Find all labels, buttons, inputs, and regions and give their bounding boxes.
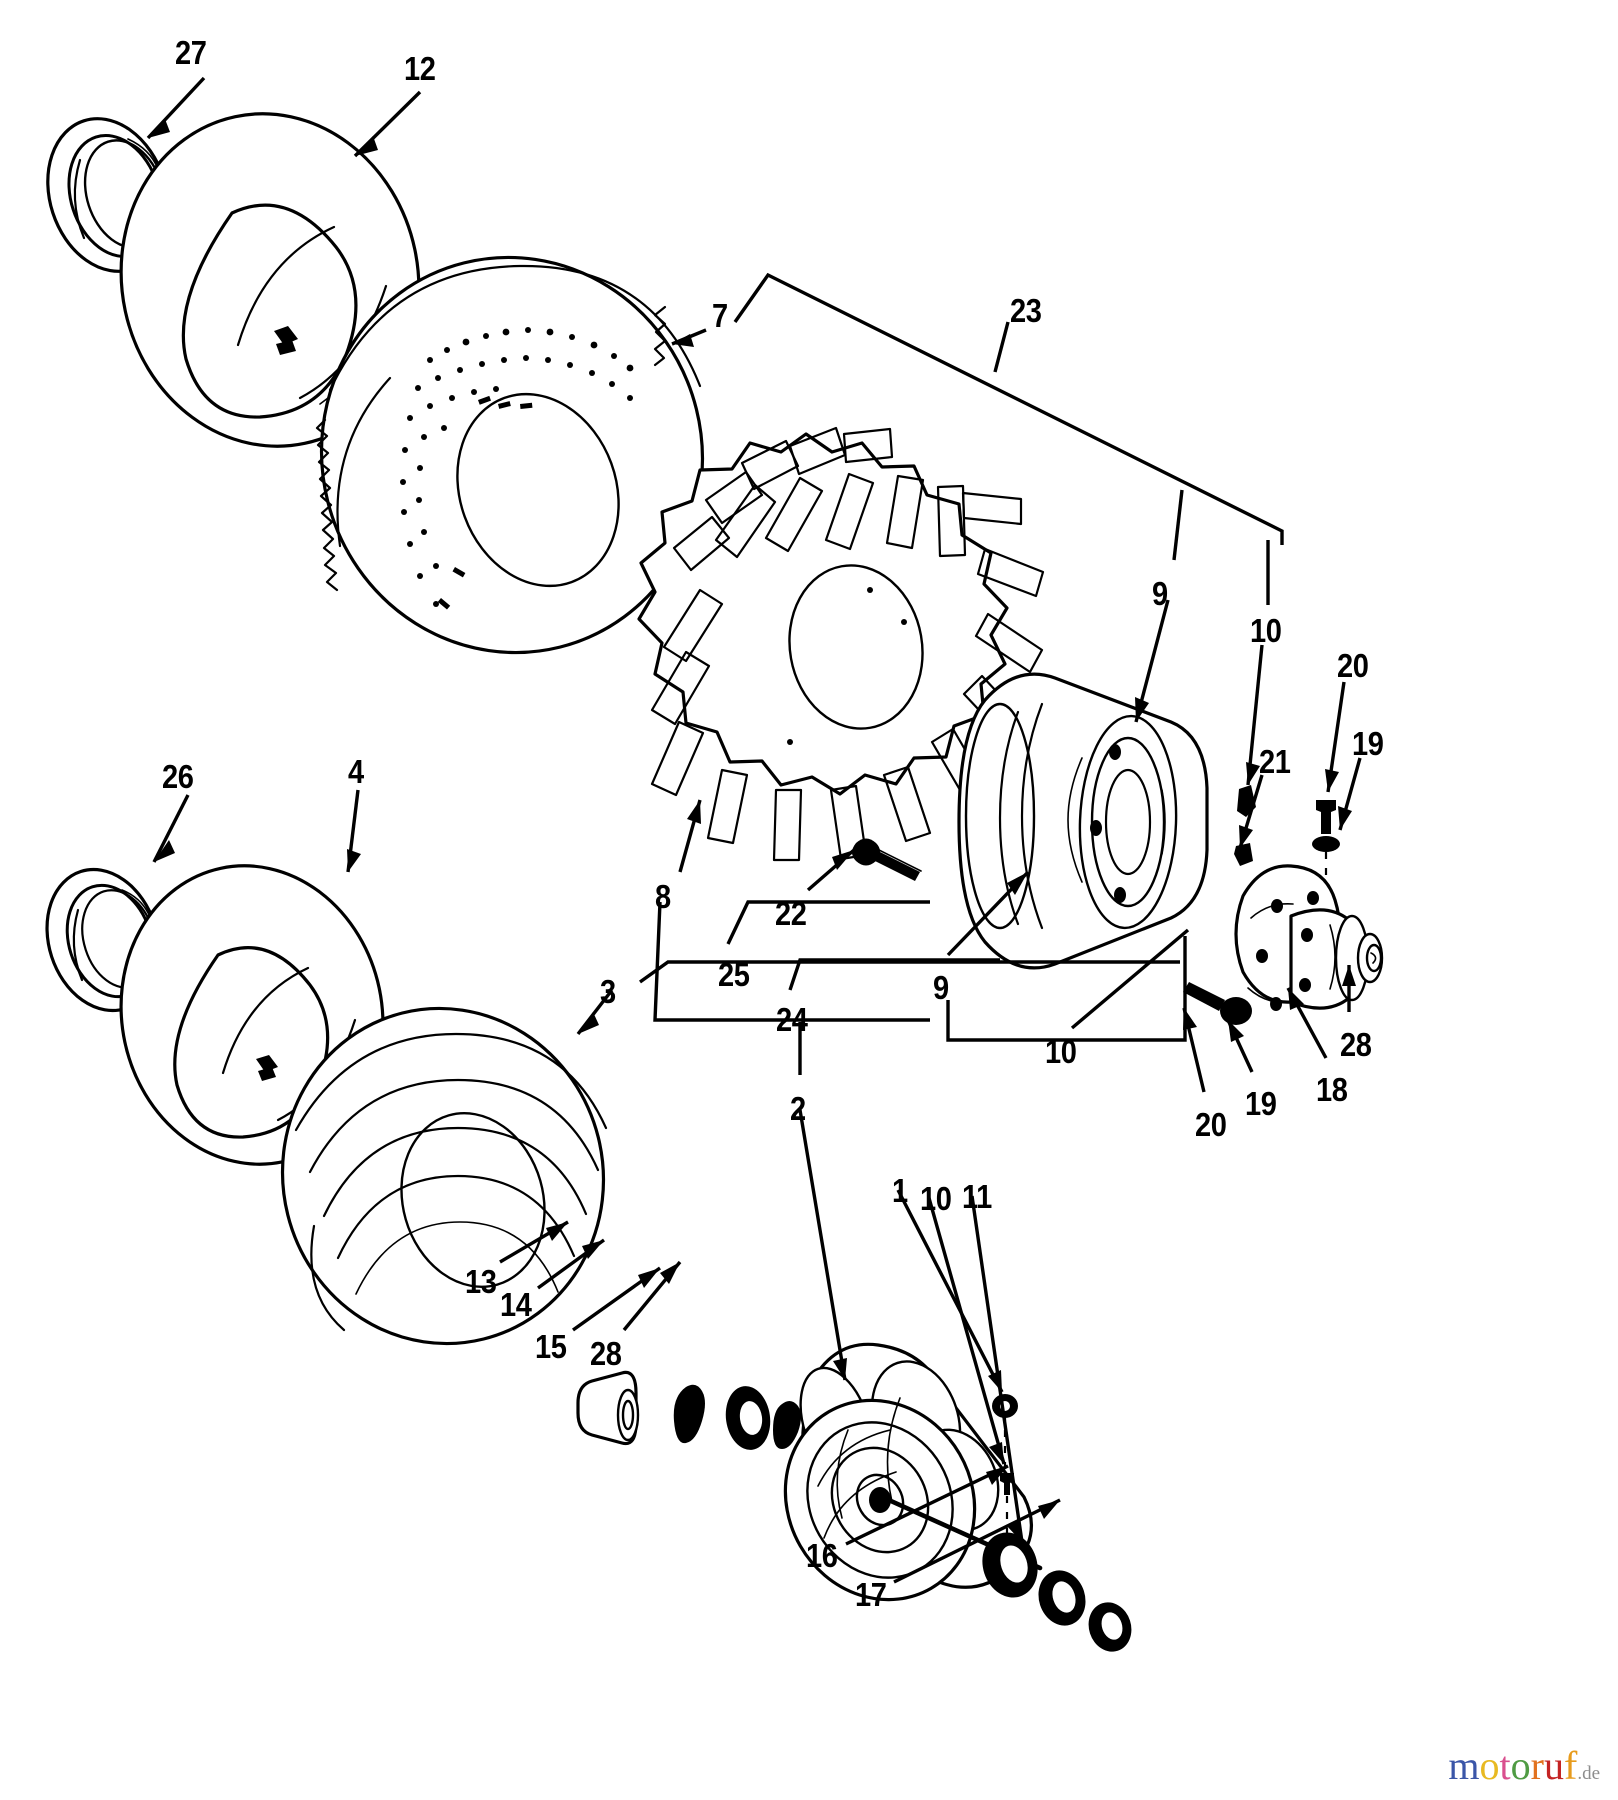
wm-letter-o2: o — [1510, 1743, 1531, 1788]
grease-fitting-28 — [773, 1400, 801, 1449]
callout-13: 13 — [465, 1263, 497, 1300]
callout-9-upper: 9 — [1152, 575, 1168, 612]
callout-7: 7 — [712, 297, 728, 334]
callout-21: 21 — [1259, 743, 1291, 780]
callout-1: 1 — [892, 1172, 908, 1209]
wm-letter-u: u — [1543, 1743, 1564, 1788]
callout-4: 4 — [348, 753, 364, 790]
callout-24: 24 — [776, 1001, 808, 1038]
wm-letter-m: m — [1448, 1743, 1480, 1788]
callout-10-front: 10 — [920, 1180, 952, 1217]
callout-28-left: 28 — [590, 1335, 622, 1372]
callout-12: 12 — [404, 50, 436, 87]
callout-3: 3 — [600, 973, 616, 1010]
callout-28-right: 28 — [1340, 1026, 1372, 1063]
callout-15: 15 — [535, 1328, 567, 1365]
callout-11: 11 — [962, 1178, 992, 1215]
turf-tread-tire-7 — [315, 255, 705, 655]
wm-suffix: .de — [1577, 1763, 1600, 1784]
callout-25: 25 — [718, 956, 750, 993]
callout-20-upper: 20 — [1337, 647, 1369, 684]
retaining-ring-14 — [673, 1384, 705, 1444]
callout-26: 26 — [162, 758, 194, 795]
valve-stem-10 — [1234, 785, 1256, 866]
wm-letter-t: t — [1499, 1743, 1511, 1788]
bearings-group — [982, 1532, 1132, 1652]
callout-10-mid: 10 — [1045, 1033, 1077, 1070]
wm-letter-r: r — [1530, 1743, 1544, 1788]
callout-16: 16 — [806, 1537, 838, 1574]
washer-15 — [725, 1386, 771, 1450]
hex-bolt-22 — [852, 838, 922, 881]
wm-letter-o1: o — [1479, 1743, 1500, 1788]
callout-17: 17 — [855, 1576, 887, 1613]
callout-22: 22 — [775, 895, 807, 932]
wm-letter-f: f — [1563, 1743, 1578, 1788]
callout-20-lower: 20 — [1195, 1106, 1227, 1143]
callout-19-upper: 19 — [1352, 725, 1384, 762]
callout-23: 23 — [1010, 292, 1042, 329]
lug-bolt-20-top — [1312, 800, 1340, 852]
callout-18: 18 — [1316, 1071, 1348, 1108]
callout-8: 8 — [655, 878, 671, 915]
callout-19-lower: 19 — [1245, 1085, 1277, 1122]
callout-27: 27 — [175, 34, 207, 71]
callout-2: 2 — [790, 1090, 806, 1127]
wheel-hub-18 — [1234, 864, 1384, 1011]
rear-wheel-rim-9 — [957, 672, 1209, 970]
callout-10-upper: 10 — [1250, 612, 1282, 649]
small-fasteners — [992, 1394, 1018, 1495]
lug-bolt-20-lower — [1183, 982, 1252, 1025]
front-wheel-rim-2 — [783, 1342, 1033, 1602]
callout-9-lower: 9 — [933, 969, 949, 1006]
motoruf-watermark: motoruf.de — [1448, 1746, 1600, 1786]
rib-tread-tire-3 — [280, 1006, 608, 1346]
leader-lines — [146, 76, 1362, 1584]
callout-14: 14 — [500, 1286, 532, 1323]
spacer-bushing-13 — [576, 1370, 640, 1446]
